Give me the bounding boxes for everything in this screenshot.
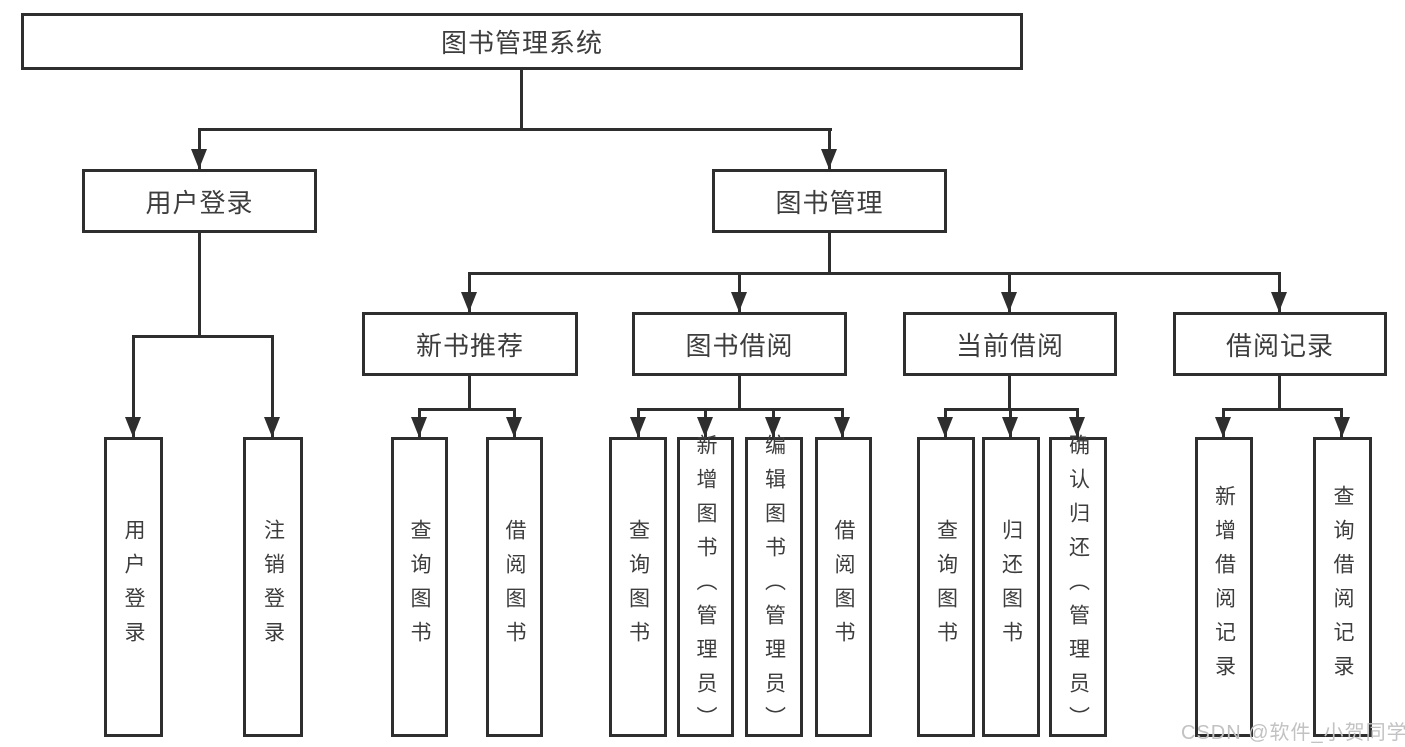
- connector-line: [1008, 376, 1011, 411]
- leaf-add-books-admin: 新增图书（管理员）: [677, 434, 734, 740]
- connector-line: [828, 128, 831, 169]
- connector-line: [520, 70, 523, 130]
- arrowhead-icon: [834, 417, 850, 437]
- arrowhead-icon: [264, 417, 280, 437]
- leaf-label: 用户登录: [122, 519, 145, 655]
- arrowhead-icon: [1069, 417, 1085, 437]
- leaf-label: 编辑图书（管理员）: [762, 434, 786, 740]
- leaf-query-books-borrow: 查询图书: [609, 437, 667, 737]
- leaf-logout: 注销登录: [243, 437, 303, 737]
- leaf-user-login: 用户登录: [104, 437, 163, 737]
- leaf-label: 注销登录: [261, 519, 285, 655]
- leaf-edit-books-admin: 编辑图书（管理员）: [745, 434, 803, 740]
- arrowhead-icon: [1215, 417, 1231, 437]
- leaf-query-books-current: 查询图书: [917, 437, 975, 737]
- arrowhead-icon: [937, 417, 953, 437]
- arrowhead-icon: [697, 417, 713, 437]
- leaf-label: 借阅图书: [832, 519, 855, 655]
- arrowhead-icon: [1271, 292, 1287, 312]
- leaf-query-books-recommend: 查询图书: [391, 437, 448, 737]
- arrowhead-icon: [1002, 417, 1018, 437]
- node-book-management-module: 图书管理: [712, 169, 947, 233]
- arrowhead-icon: [506, 417, 522, 437]
- leaf-borrow-books-recommend: 借阅图书: [486, 437, 543, 737]
- arrowhead-icon: [411, 417, 427, 437]
- csdn-watermark: CSDN @软件_小贺同学: [1181, 722, 1405, 744]
- connector-line: [132, 335, 135, 437]
- connector-line: [1222, 408, 1342, 411]
- connector-line: [418, 408, 516, 411]
- leaf-label: 归还图书: [999, 519, 1023, 655]
- leaf-return-books: 归还图书: [982, 437, 1040, 737]
- leaf-label: 查询图书: [934, 519, 958, 655]
- connector-line: [1278, 376, 1281, 411]
- leaf-label: 新增图书（管理员）: [694, 434, 717, 740]
- leaf-query-borrow-record: 查询借阅记录: [1313, 437, 1372, 737]
- leaf-label: 新增借阅记录: [1212, 485, 1236, 689]
- leaf-label: 查询图书: [408, 519, 431, 655]
- connector-line: [198, 128, 201, 169]
- node-book-borrow: 图书借阅: [632, 312, 847, 376]
- connector-line: [637, 408, 844, 411]
- connector-line: [468, 376, 471, 411]
- leaf-borrow-books: 借阅图书: [815, 437, 872, 737]
- node-user-login-module: 用户登录: [82, 169, 317, 233]
- connector-line: [132, 335, 274, 338]
- arrowhead-icon: [731, 292, 747, 312]
- node-new-book-recommend: 新书推荐: [362, 312, 578, 376]
- arrowhead-icon: [461, 292, 477, 312]
- arrowhead-icon: [630, 417, 646, 437]
- node-root-library-system: 图书管理系统: [21, 13, 1023, 70]
- node-current-borrow: 当前借阅: [903, 312, 1117, 376]
- arrowhead-icon: [1334, 417, 1350, 437]
- connector-line: [738, 376, 741, 411]
- connector-line: [198, 233, 201, 338]
- leaf-label: 借阅图书: [503, 519, 526, 655]
- connector-line: [198, 128, 832, 131]
- arrowhead-icon: [821, 149, 837, 169]
- arrowhead-icon: [125, 417, 141, 437]
- connector-line: [828, 233, 831, 274]
- leaf-label: 查询图书: [626, 519, 650, 655]
- node-borrow-records: 借阅记录: [1173, 312, 1387, 376]
- leaf-confirm-return-admin: 确认归还（管理员）: [1049, 434, 1107, 740]
- leaf-add-borrow-record: 新增借阅记录: [1195, 437, 1253, 737]
- arrowhead-icon: [765, 417, 781, 437]
- leaf-label: 查询借阅记录: [1331, 485, 1354, 689]
- connector-line: [271, 335, 274, 437]
- arrowhead-icon: [191, 149, 207, 169]
- connector-line: [468, 272, 1281, 275]
- leaf-label: 确认归还（管理员）: [1066, 434, 1090, 740]
- arrowhead-icon: [1001, 292, 1017, 312]
